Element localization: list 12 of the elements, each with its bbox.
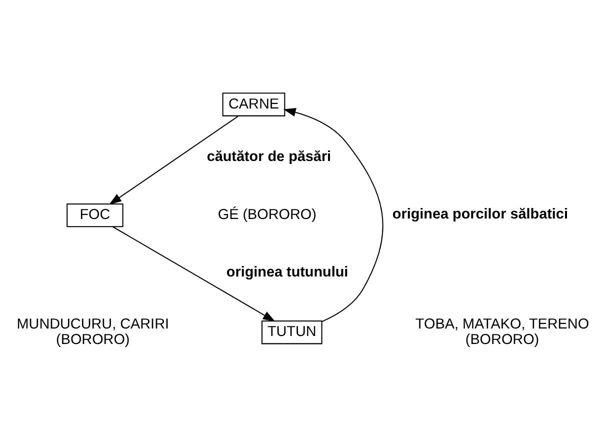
arrow — [112, 226, 276, 322]
node-box: FOC — [66, 203, 124, 228]
node-box: TUTUN — [261, 320, 322, 344]
arrow — [109, 116, 239, 205]
arrow — [283, 108, 384, 322]
edge-label: căutător de păsări — [206, 148, 332, 165]
edge-label: originea porcilor sălbatici — [392, 206, 568, 223]
label: GÉ (BORORO) — [218, 207, 316, 224]
label: TOBA, MATAKO, TERENO (BORORO) — [415, 316, 590, 348]
node-box: CARNE — [222, 92, 286, 116]
edge-label: originea tutunului — [226, 264, 348, 280]
label: MUNDUCURU, CARIRI (BORORO) — [16, 316, 170, 348]
